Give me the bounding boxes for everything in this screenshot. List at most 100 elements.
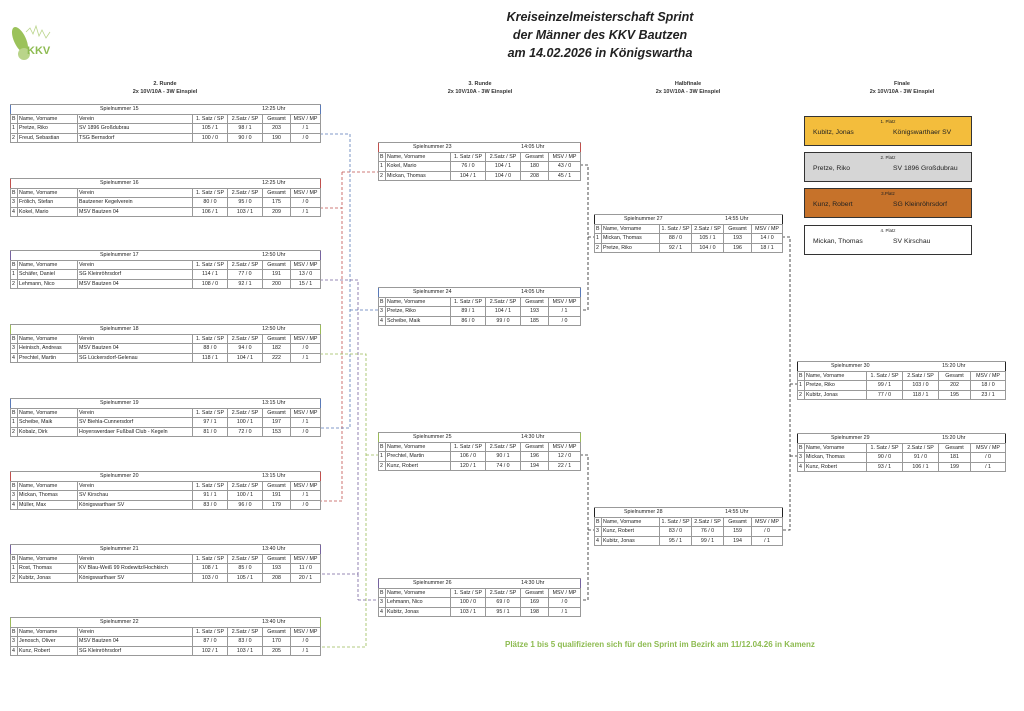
match-time: 12:50 Uhr xyxy=(227,324,321,335)
player-cell: 200 xyxy=(262,278,292,290)
column-header: 1. Satz / SP xyxy=(191,333,229,345)
player-cell: 90 / 0 xyxy=(227,132,264,144)
player-cell: 99 / 1 xyxy=(691,535,725,547)
player-cell: 159 xyxy=(723,526,753,537)
column-header: Gesamt xyxy=(262,333,292,345)
player-cell: 91 / 1 xyxy=(191,490,229,501)
player-cell: 208 xyxy=(262,572,292,584)
column-header: Name, Vorname xyxy=(804,442,867,454)
match-number: Spielnummer 22 xyxy=(10,617,228,628)
column-header: Name, Vorname xyxy=(804,370,867,382)
player-cell: 1 xyxy=(10,123,18,134)
player-cell: 3 xyxy=(10,343,18,354)
column-header: Name, Vorname xyxy=(385,587,451,599)
column-header: Gesamt xyxy=(723,223,753,235)
player-cell: KV Blau-Weiß 99 Rodewitz/Hochkirch xyxy=(77,563,193,574)
column-header: Gesamt xyxy=(262,480,292,492)
player-cell: 4 xyxy=(10,645,18,657)
player-cell: 2 xyxy=(378,170,386,182)
player-cell: Kubitz, Jonas xyxy=(601,535,660,547)
player-cell: Kunz, Robert xyxy=(17,645,78,657)
player-cell: 103 / 1 xyxy=(227,206,264,218)
column-header: 1. Satz / SP xyxy=(449,151,487,163)
player-cell: Mickan, Thomas xyxy=(385,170,451,182)
player-cell: 3 xyxy=(10,197,18,208)
player-cell: 190 xyxy=(262,132,292,144)
player-cell: Frölich, Stefan xyxy=(17,197,78,208)
column-header: Name, Vorname xyxy=(17,187,78,199)
player-cell: 208 xyxy=(520,170,550,182)
column-header: 2.Satz / SP xyxy=(691,516,725,528)
match-number: Spielnummer 21 xyxy=(10,544,228,555)
column-header: Verein xyxy=(77,480,193,492)
player-cell: 4 xyxy=(797,461,805,473)
svg-text:KKV: KKV xyxy=(27,45,51,57)
player-cell: 4 xyxy=(378,606,386,618)
column-header: 1. Satz / SP xyxy=(449,296,487,308)
player-cell: 3 xyxy=(378,306,386,317)
player-cell: 3 xyxy=(10,490,18,501)
player-cell: 108 / 1 xyxy=(191,563,229,574)
round-mode: 2x 10V/10A - 3W Einspiel xyxy=(132,89,198,95)
player-cell: SV 1896 Großdubrau xyxy=(77,123,193,134)
player-cell: Kokel, Mario xyxy=(17,206,78,218)
player-cell: 2 xyxy=(797,389,805,401)
placement-label: 4. Platz xyxy=(880,228,896,233)
column-header: Gesamt xyxy=(262,626,292,638)
player-cell: 76 / 0 xyxy=(449,161,487,172)
player-cell: 185 xyxy=(520,315,550,327)
round-mode: 2x 10V/10A - 3W Einspiel xyxy=(447,89,513,95)
player-cell: Prechtel, Martin xyxy=(385,451,451,462)
match-time: 14:30 Uhr xyxy=(485,432,581,443)
match-time: 13:40 Uhr xyxy=(227,617,321,628)
column-header: B xyxy=(594,223,602,235)
column-header: MSV / MP xyxy=(970,442,1007,454)
round-name: Finale xyxy=(894,81,910,87)
placement-label: 1. Platz xyxy=(880,119,896,124)
match-number: Spielnummer 26 xyxy=(378,578,486,589)
match-number: Spielnummer 18 xyxy=(10,324,228,335)
match-number: Spielnummer 25 xyxy=(378,432,486,443)
player-cell: SV Kirschau xyxy=(77,490,193,501)
column-header: Verein xyxy=(77,626,193,638)
column-header: 1. Satz / SP xyxy=(865,370,904,382)
player-cell: SG Kleinröhrsdorf xyxy=(77,645,193,657)
column-header: 1. Satz / SP xyxy=(449,441,487,453)
player-cell: 94 / 0 xyxy=(227,343,264,354)
player-cell: 92 / 1 xyxy=(658,242,693,254)
player-cell: 100 / 0 xyxy=(449,597,487,608)
bowling-pin-logo-icon: KKV xyxy=(11,24,51,60)
player-cell: 1 xyxy=(378,161,386,172)
player-cell: 106 / 0 xyxy=(449,451,487,462)
match-number: Spielnummer 19 xyxy=(10,398,228,409)
player-cell: / 0 xyxy=(548,315,582,327)
player-cell: 197 xyxy=(262,417,292,428)
column-header: B xyxy=(378,441,386,453)
player-cell: 92 / 1 xyxy=(227,278,264,290)
player-cell: 98 / 1 xyxy=(227,123,264,134)
round-name: 3. Runde xyxy=(468,81,492,87)
player-cell: MSV Bautzen 04 xyxy=(77,206,193,218)
player-cell: 96 / 0 xyxy=(227,499,264,511)
